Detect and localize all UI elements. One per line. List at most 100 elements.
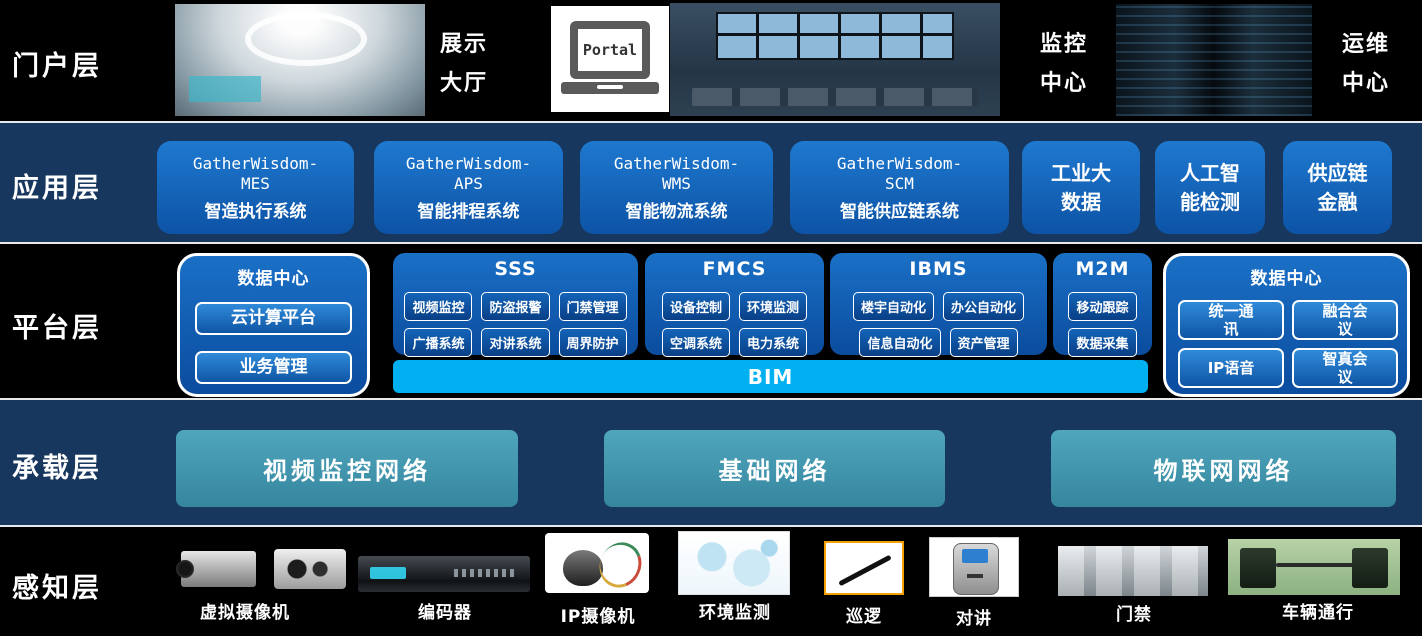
platform-chip: 设备控制 xyxy=(661,292,730,321)
group-title: FMCS xyxy=(702,258,767,280)
basic-network-box: 基础网络 xyxy=(604,430,945,507)
row-divider xyxy=(0,525,1422,527)
chip-row: 设备控制 环境监测 xyxy=(645,292,824,321)
layer-label-portal: 门户层 xyxy=(12,51,102,82)
chip-row: 信息自动化 资产管理 xyxy=(830,328,1047,357)
group-title: IBMS xyxy=(909,258,968,280)
platform-chip: 数据采集 xyxy=(1068,328,1137,357)
barrier-arm xyxy=(1276,563,1354,567)
bim-bar: BIM xyxy=(393,360,1148,393)
cloud-computing-button: 云计算平台 xyxy=(195,302,352,335)
row-divider xyxy=(0,242,1422,244)
platform-chip: 对讲系统 xyxy=(481,328,550,357)
group-title: M2M xyxy=(1075,258,1130,280)
platform-group-sss: SSS 视频监控 防盗报警 门禁管理 广播系统 对讲系统 周界防护 xyxy=(393,253,638,357)
layer-label-application: 应用层 xyxy=(12,173,102,204)
portal-image: Portal xyxy=(551,6,669,112)
laptop-screen: Portal xyxy=(570,21,650,79)
layer-label-platform: 平台层 xyxy=(12,313,102,344)
encoder-image xyxy=(358,556,530,592)
device-caption-vehicle: 车辆通行 xyxy=(1282,603,1354,623)
app-system-name: GatherWisdom- APS xyxy=(405,153,532,193)
layer-label-carrier: 承载层 xyxy=(12,453,102,484)
row-divider xyxy=(0,121,1422,123)
portal-label: Portal xyxy=(578,29,642,71)
app-system-name: GatherWisdom- MES xyxy=(192,153,319,193)
platform-chip: 周界防护 xyxy=(558,328,627,357)
app-system-desc: 智能供应链系统 xyxy=(840,201,959,222)
unified-comm-button: 统一通 讯 xyxy=(1178,300,1284,340)
device-caption-virtual-camera: 虚拟摄像机 xyxy=(200,603,290,623)
platform-chip: 移动跟踪 xyxy=(1068,292,1137,321)
vehicle-gate-image xyxy=(1228,539,1400,595)
chip-row: 数据采集 xyxy=(1053,328,1152,357)
operations-center-image xyxy=(1116,4,1312,116)
business-management-button: 业务管理 xyxy=(195,351,352,384)
data-center-title: 数据中心 xyxy=(237,269,310,289)
platform-chip: 环境监测 xyxy=(739,292,808,321)
app-system-aps: GatherWisdom- APS 智能排程系统 xyxy=(374,141,563,234)
layer-label-perception: 感知层 xyxy=(12,573,102,604)
platform-chip: 广播系统 xyxy=(404,328,473,357)
platform-group-m2m: M2M 移动跟踪 数据采集 xyxy=(1053,253,1152,357)
fusion-conference-button: 融合会 议 xyxy=(1292,300,1398,340)
operations-center-caption: 运维 中心 xyxy=(1342,32,1391,96)
app-system-mes: GatherWisdom- MES 智造执行系统 xyxy=(157,141,354,234)
ip-voice-button: IP语音 xyxy=(1178,348,1284,388)
platform-group-ibms: IBMS 楼宇自动化 办公自动化 信息自动化 资产管理 xyxy=(830,253,1047,357)
platform-chip: 办公自动化 xyxy=(943,292,1025,321)
app-industrial-bigdata: 工业大 数据 xyxy=(1022,141,1140,234)
device-caption-access-control: 门禁 xyxy=(1116,605,1152,625)
device-caption-ip-camera: IP摄像机 xyxy=(560,607,636,627)
thermal-camera-image xyxy=(274,549,346,589)
video-wall xyxy=(716,12,954,60)
chip-row: 楼宇自动化 办公自动化 xyxy=(830,292,1047,321)
app-system-desc: 智能物流系统 xyxy=(625,201,728,222)
platform-chip: 防盗报警 xyxy=(481,292,550,321)
chip-row: 广播系统 对讲系统 周界防护 xyxy=(393,328,638,357)
app-system-name: GatherWisdom- SCM xyxy=(836,153,963,193)
platform-chip: 电力系统 xyxy=(739,328,808,357)
app-supplychain-finance: 供应链 金融 xyxy=(1283,141,1392,234)
access-gate-image xyxy=(1058,546,1208,596)
exhibition-hall-image xyxy=(175,4,425,116)
app-system-wms: GatherWisdom- WMS 智能物流系统 xyxy=(580,141,773,234)
platform-chip: 视频监控 xyxy=(404,292,473,321)
ip-camera-image xyxy=(545,533,649,593)
operator-desks xyxy=(692,88,978,106)
data-center-right-box: 数据中心 统一通 讯 融合会 议 IP语音 智真会 议 xyxy=(1163,253,1410,397)
telepresence-button: 智真会 议 xyxy=(1292,348,1398,388)
device-caption-patrol: 巡逻 xyxy=(846,607,882,627)
data-center-title: 数据中心 xyxy=(1250,269,1323,289)
platform-chip: 信息自动化 xyxy=(859,328,941,357)
laptop-base xyxy=(561,82,659,94)
device-caption-encoder: 编码器 xyxy=(418,603,472,623)
monitoring-center-caption: 监控 中心 xyxy=(1040,32,1089,96)
platform-chip: 门禁管理 xyxy=(558,292,627,321)
platform-chip: 资产管理 xyxy=(949,328,1018,357)
environment-monitoring-image xyxy=(678,531,790,595)
app-system-name: GatherWisdom- WMS xyxy=(613,153,740,193)
chip-row: 视频监控 防盗报警 门禁管理 xyxy=(393,292,638,321)
app-ai-inspection: 人工智 能检测 xyxy=(1155,141,1265,234)
chip-row: 移动跟踪 xyxy=(1053,292,1152,321)
exhibition-hall-caption: 展示 大厅 xyxy=(440,32,489,96)
virtual-camera-image xyxy=(176,551,256,587)
bottom-divider xyxy=(0,636,1422,641)
group-title: SSS xyxy=(494,258,537,280)
laptop-icon: Portal xyxy=(561,19,659,99)
app-system-scm: GatherWisdom- SCM 智能供应链系统 xyxy=(790,141,1009,234)
platform-chip: 空调系统 xyxy=(661,328,730,357)
monitoring-center-image xyxy=(670,3,1000,116)
row-divider xyxy=(0,398,1422,400)
intercom-image xyxy=(929,537,1019,597)
app-system-desc: 智能排程系统 xyxy=(417,201,520,222)
platform-group-fmcs: FMCS 设备控制 环境监测 空调系统 电力系统 xyxy=(645,253,824,357)
device-caption-environment: 环境监测 xyxy=(699,603,771,623)
chip-row: 空调系统 电力系统 xyxy=(645,328,824,357)
patrol-image xyxy=(824,541,904,595)
platform-chip: 楼宇自动化 xyxy=(852,292,934,321)
iot-network-box: 物联网网络 xyxy=(1051,430,1396,507)
device-caption-intercom: 对讲 xyxy=(956,609,992,629)
